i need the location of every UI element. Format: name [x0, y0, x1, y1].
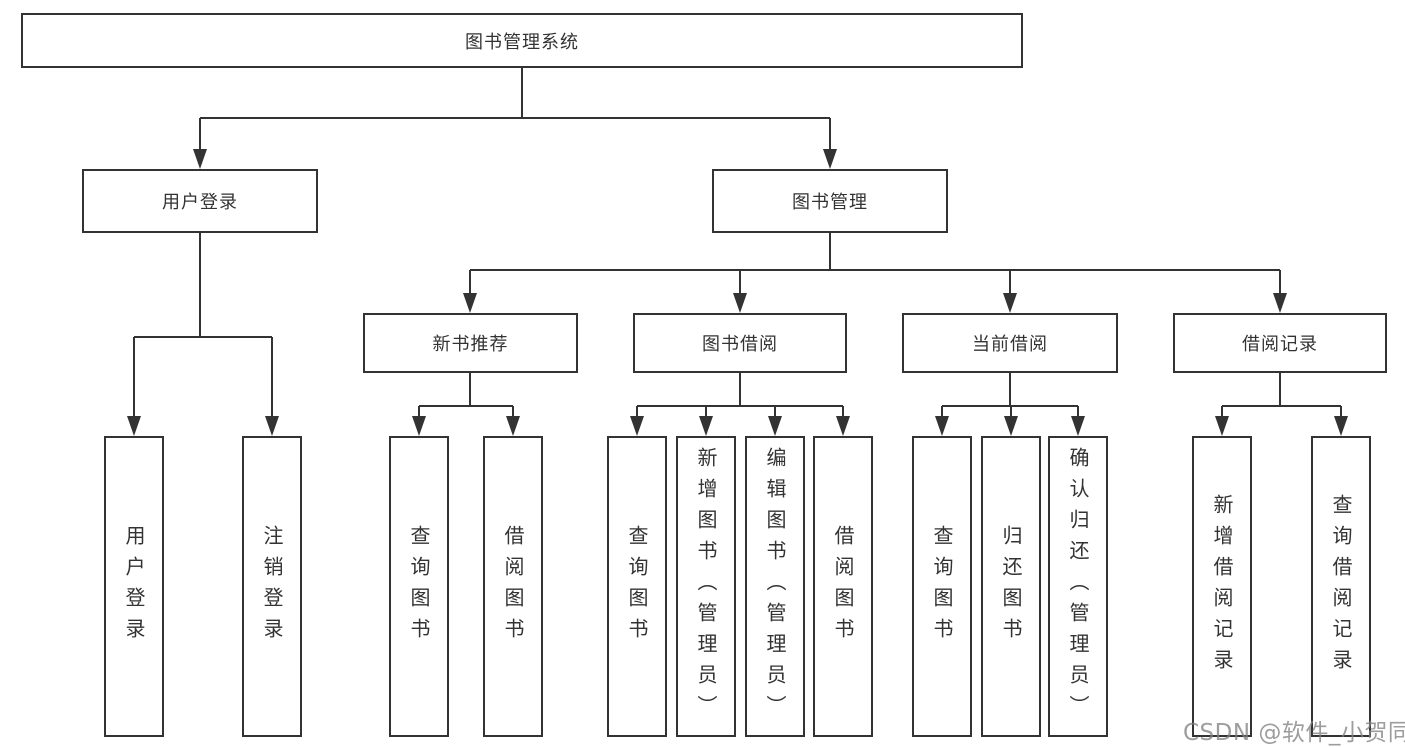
- arrow-down-icon: [699, 416, 713, 436]
- leaf-query-books-recommend: 查询图书: [389, 436, 449, 737]
- leaf-label: 确认归还（管理员）: [1066, 447, 1090, 726]
- leaf-label: 新增图书（管理员）: [694, 447, 718, 726]
- leaf-label: 用户登录: [122, 524, 146, 649]
- arrow-down-icon: [127, 416, 141, 436]
- leaf-label: 借阅图书: [831, 524, 855, 649]
- leaf-add-borrow-record: 新增借阅记录: [1192, 436, 1252, 737]
- leaf-label: 查询图书: [625, 524, 649, 649]
- connector-login-to-leaves: [133, 233, 273, 417]
- leaf-query-books-borrow: 查询图书: [607, 436, 667, 737]
- arrow-down-icon: [412, 416, 426, 436]
- leaf-label: 新增借阅记录: [1210, 493, 1234, 680]
- connector-current-to-leaves: [941, 373, 1079, 417]
- connector-mgmt-to-modules: [469, 233, 1281, 294]
- arrow-down-icon: [1334, 416, 1348, 436]
- leaf-query-books-current: 查询图书: [912, 436, 972, 737]
- node-book-borrowing: 图书借阅: [633, 313, 847, 373]
- leaf-return-books: 归还图书: [981, 436, 1041, 737]
- node-new-book-recommend: 新书推荐: [363, 313, 578, 373]
- leaf-label: 归还图书: [999, 524, 1023, 649]
- leaf-label: 查询图书: [407, 524, 431, 649]
- arrow-down-icon: [836, 416, 850, 436]
- leaf-edit-books-admin: 编辑图书（管理员）: [745, 436, 805, 737]
- node-user-login: 用户登录: [82, 169, 318, 233]
- arrow-down-icon: [1071, 416, 1085, 436]
- node-system-root: 图书管理系统: [21, 13, 1023, 68]
- arrow-down-icon: [265, 416, 279, 436]
- leaf-label: 编辑图书（管理员）: [763, 447, 787, 726]
- node-current-borrowing: 当前借阅: [902, 313, 1118, 373]
- arrow-down-icon: [1273, 293, 1287, 313]
- node-borrowing-records: 借阅记录: [1173, 313, 1387, 373]
- node-book-management: 图书管理: [712, 169, 948, 233]
- leaf-add-books-admin: 新增图书（管理员）: [676, 436, 736, 737]
- leaf-label: 查询借阅记录: [1329, 493, 1353, 680]
- arrowhead-icons: [127, 149, 1348, 436]
- leaf-query-borrow-record: 查询借阅记录: [1311, 436, 1371, 737]
- leaf-user-login: 用户登录: [104, 436, 164, 737]
- connector-paths: [133, 68, 1342, 417]
- connector-recommend-to-leaves: [418, 373, 514, 417]
- csdn-watermark: CSDN @软件_小贺同学: [1183, 720, 1405, 746]
- arrow-down-icon: [463, 293, 477, 313]
- arrow-down-icon: [630, 416, 644, 436]
- arrow-down-icon: [1003, 293, 1017, 313]
- arrow-down-icon: [935, 416, 949, 436]
- arrow-down-icon: [768, 416, 782, 436]
- arrow-down-icon: [823, 149, 837, 169]
- leaf-borrow-books-recommend: 借阅图书: [483, 436, 543, 737]
- connector-root-to-branches: [199, 68, 831, 150]
- leaf-borrow-books: 借阅图书: [813, 436, 873, 737]
- leaf-label: 查询图书: [930, 524, 954, 649]
- leaf-confirm-return-admin: 确认归还（管理员）: [1048, 436, 1108, 737]
- arrow-down-icon: [506, 416, 520, 436]
- connector-borrow-to-leaves: [636, 373, 844, 417]
- arrow-down-icon: [1004, 416, 1018, 436]
- connector-records-to-leaves: [1221, 373, 1342, 417]
- leaf-logout: 注销登录: [242, 436, 302, 737]
- arrow-down-icon: [1215, 416, 1229, 436]
- leaf-label: 借阅图书: [501, 524, 525, 649]
- arrow-down-icon: [733, 293, 747, 313]
- leaf-label: 注销登录: [260, 524, 284, 649]
- arrow-down-icon: [193, 149, 207, 169]
